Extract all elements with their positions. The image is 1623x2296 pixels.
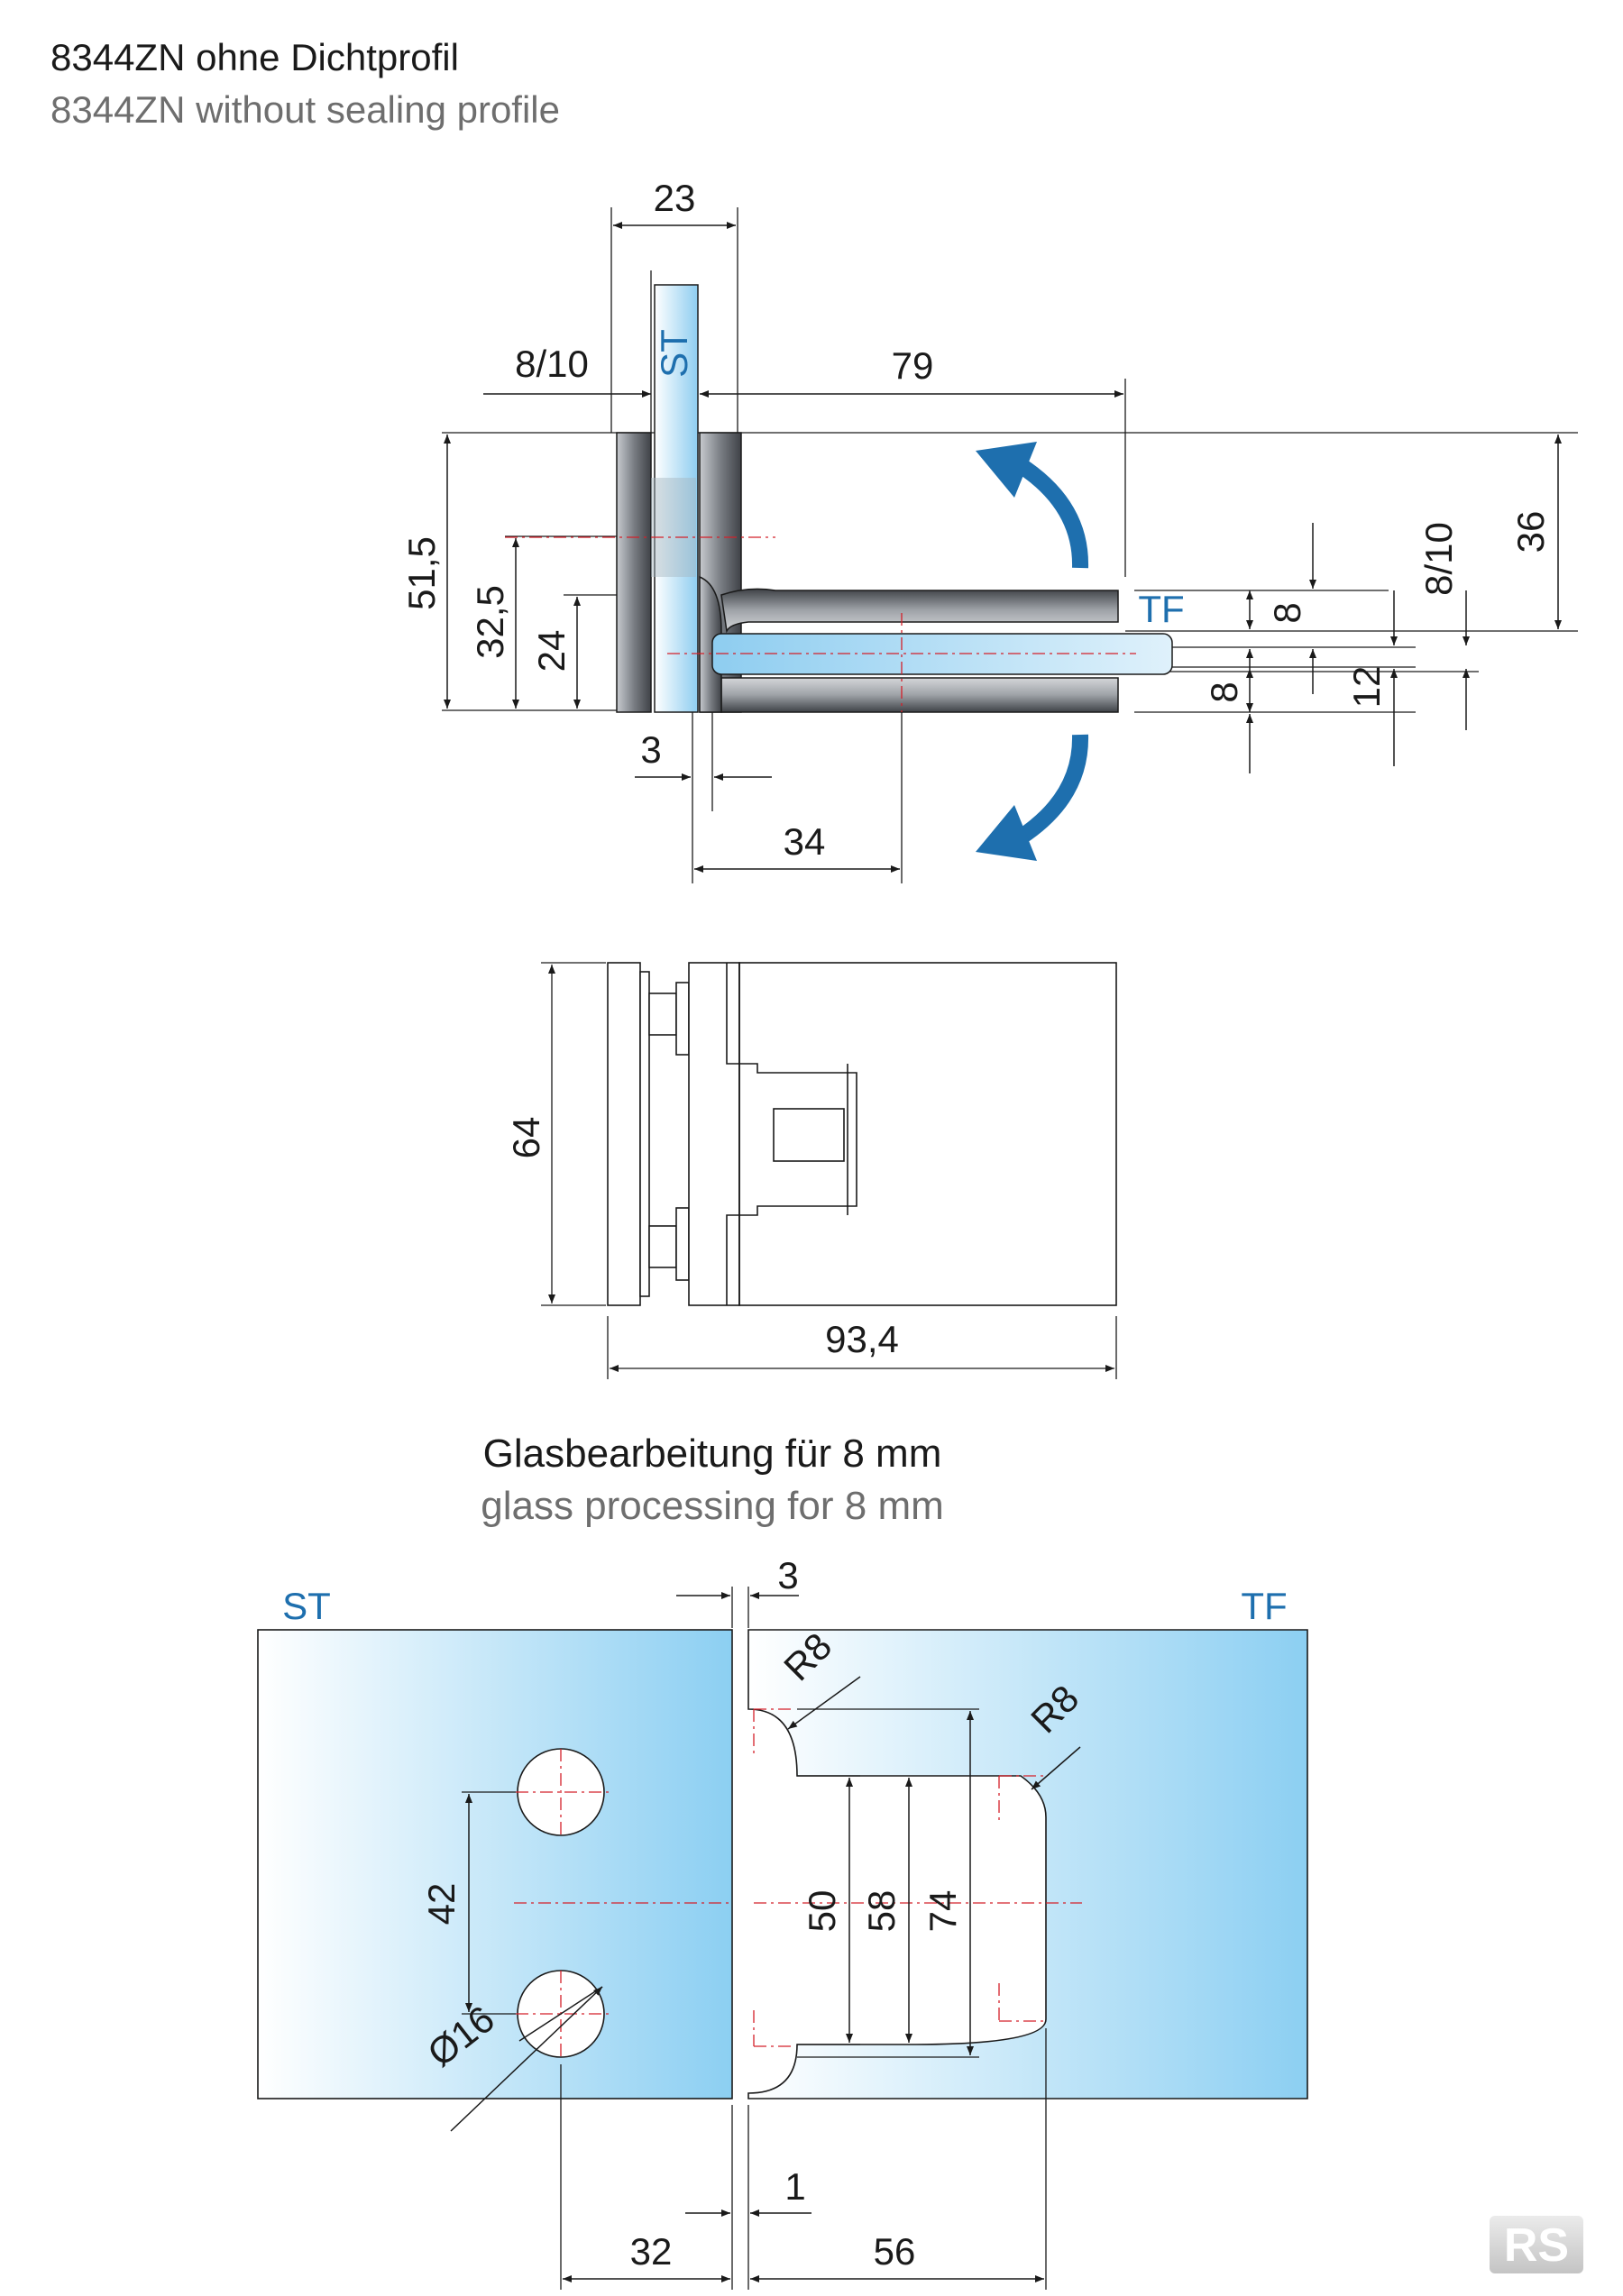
dim-56: 56	[874, 2230, 916, 2273]
top-view-dimension-lines	[444, 222, 1562, 873]
rotation-arrow-down	[1014, 734, 1089, 846]
label-st-glass: ST	[282, 1585, 331, 1627]
dim-23: 23	[654, 177, 696, 219]
dim-93-4: 93,4	[825, 1318, 899, 1360]
dim-64: 64	[505, 1117, 547, 1159]
logo-text: RS	[1504, 2219, 1569, 2272]
rotation-arrow-down-head	[976, 805, 1037, 861]
glass-processing: ST TF 3 R8 R8 42 Ø16 50 58 74 32 1 56	[257, 1554, 1308, 2290]
dim-58: 58	[860, 1890, 903, 1933]
label-tf-glass: TF	[1241, 1585, 1287, 1627]
top-view-centerlines	[505, 536, 1136, 712]
dim-12: 12	[1345, 666, 1388, 709]
glass-dimension-lines	[450, 1592, 1081, 2282]
dim-3-top: 3	[640, 728, 661, 771]
label-st-top: ST	[653, 329, 695, 378]
front-view-outline	[607, 962, 1117, 1306]
glass-extension-lines	[462, 1587, 1047, 2290]
front-view-extension-lines	[541, 962, 1117, 1379]
rotation-arrow-up-head	[976, 442, 1037, 498]
title-english: 8344ZN without sealing profile	[50, 88, 560, 131]
dim-42: 42	[420, 1883, 463, 1926]
glass-panel-st	[257, 1629, 733, 2099]
dim-gap-3: 3	[777, 1554, 798, 1596]
dim-8-10-right: 8/10	[1417, 522, 1460, 596]
hinge-arm-bottom	[720, 677, 1119, 713]
front-view: 64 93,4	[505, 962, 1117, 1379]
title-german: 8344ZN ohne Dichtprofil	[50, 36, 459, 78]
glass-processing-title-german: Glasbearbeitung für 8 mm	[482, 1432, 942, 1476]
glass-panel-tf	[747, 1629, 1308, 2099]
hinge-arm-top	[720, 588, 1119, 634]
screw-shadow	[651, 478, 696, 577]
clamp-plate-left	[616, 432, 652, 713]
dim-74: 74	[922, 1890, 964, 1933]
dim-8-10-left: 8/10	[515, 343, 589, 385]
rotation-arrow-up	[1014, 457, 1089, 569]
label-tf-top: TF	[1138, 588, 1184, 630]
hinge-knuckle	[699, 575, 722, 713]
glass-processing-title-english: glass processing for 8 mm	[481, 1484, 944, 1528]
dim-1: 1	[784, 2165, 805, 2208]
top-view-extension-lines	[442, 207, 1578, 883]
dim-24: 24	[530, 630, 573, 672]
fixed-glass-st	[654, 284, 699, 713]
top-view: ST TF 23 8/10 79 5	[400, 177, 1578, 883]
rs-logo: RS	[1490, 2216, 1583, 2273]
dim-50: 50	[801, 1890, 843, 1933]
dim-32: 32	[630, 2230, 673, 2273]
dim-8-upper: 8	[1266, 602, 1308, 623]
dim-32-5: 32,5	[469, 585, 511, 659]
dim-51-5: 51,5	[400, 536, 443, 610]
dim-34: 34	[784, 820, 826, 863]
dim-79: 79	[892, 344, 934, 387]
dim-8-lower: 8	[1203, 681, 1245, 702]
dim-36: 36	[1509, 511, 1552, 553]
